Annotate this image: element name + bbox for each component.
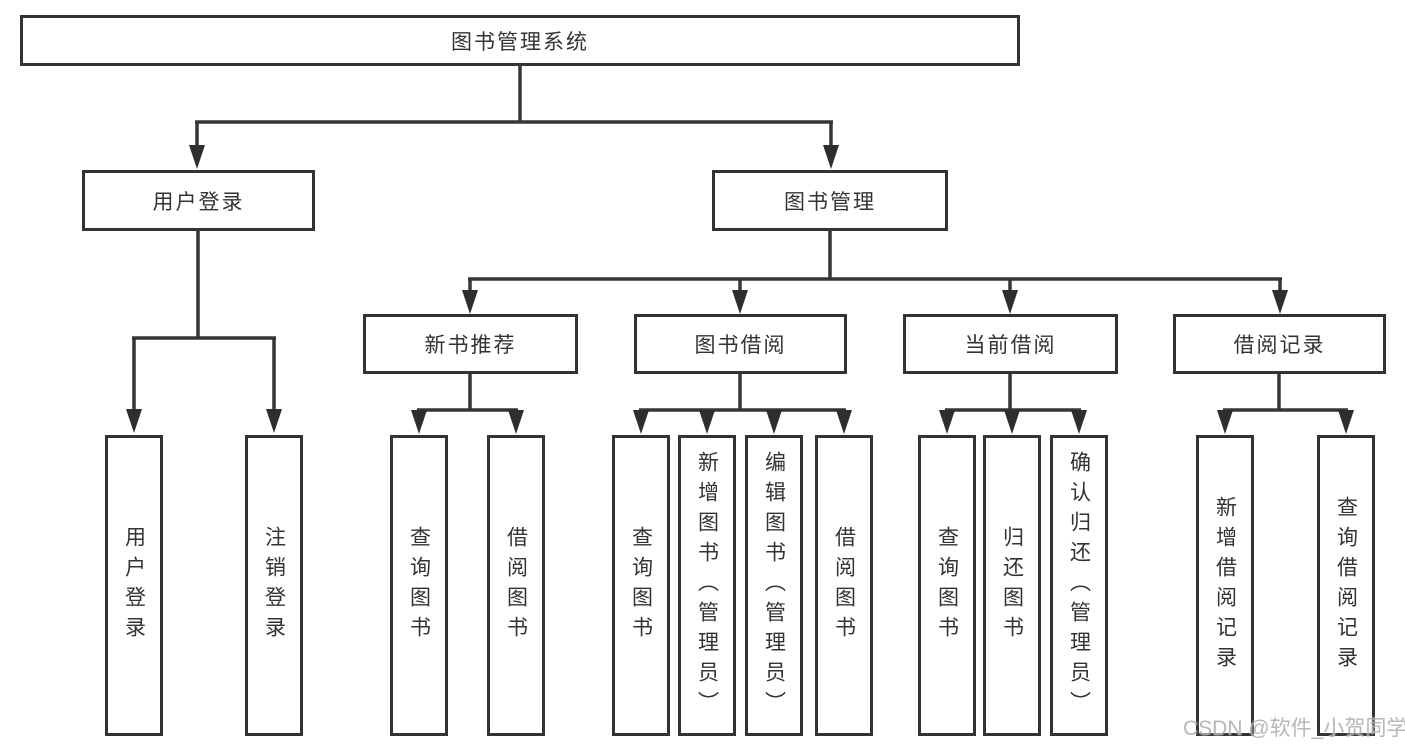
- node-label: 图书管理系统: [451, 30, 589, 54]
- node-label: 借阅记录: [1233, 334, 1326, 357]
- node-borrow-records: 借阅记录: [1173, 314, 1386, 374]
- arrowheads: [126, 145, 1354, 434]
- node-label: 新增借阅记录: [1213, 495, 1237, 676]
- node-label: 查询图书: [935, 525, 959, 646]
- node-label: 查询图书: [629, 525, 653, 646]
- node-user-login-branch: 用户登录: [82, 170, 315, 231]
- leaf-add-borrow-record: 新增借阅记录: [1196, 435, 1254, 736]
- node-label: 查询图书: [407, 525, 431, 646]
- leaf-borrow-books-2: 借阅图书: [815, 435, 873, 736]
- leaf-user-login: 用户登录: [105, 435, 163, 736]
- node-label: 查询借阅记录: [1334, 495, 1358, 676]
- node-library-management-system: 图书管理系统: [20, 15, 1020, 66]
- node-label: 图书借阅: [694, 334, 787, 357]
- leaf-logout: 注销登录: [245, 435, 303, 736]
- node-label: 编辑图书（管理员）: [762, 450, 786, 721]
- node-label: 图书管理: [784, 190, 876, 214]
- node-label: 当前借阅: [964, 334, 1057, 357]
- node-label: 确认归还（管理员）: [1067, 450, 1091, 721]
- node-label: 借阅图书: [832, 525, 856, 646]
- csdn-watermark: CSDN @软件_小贺同学: [1183, 717, 1405, 740]
- leaf-add-books-admin: 新增图书（管理员）: [678, 435, 736, 736]
- leaf-query-books-1: 查询图书: [390, 435, 448, 736]
- node-label: 新增图书（管理员）: [695, 450, 719, 721]
- leaf-confirm-return-admin: 确认归还（管理员）: [1050, 435, 1108, 736]
- node-new-book-recommend: 新书推荐: [363, 314, 578, 374]
- node-book-management: 图书管理: [712, 170, 948, 231]
- node-label: 归还图书: [1000, 525, 1024, 646]
- leaf-query-books-3: 查询图书: [918, 435, 976, 736]
- leaf-edit-books-admin: 编辑图书（管理员）: [745, 435, 803, 736]
- node-current-borrow: 当前借阅: [903, 314, 1118, 374]
- node-book-borrow: 图书借阅: [634, 314, 847, 374]
- node-label: 注销登录: [262, 525, 286, 646]
- node-label: 借阅图书: [504, 525, 528, 646]
- node-label: 用户登录: [152, 190, 245, 214]
- node-label: 新书推荐: [424, 334, 517, 357]
- leaf-return-books: 归还图书: [983, 435, 1041, 736]
- leaf-query-books-2: 查询图书: [612, 435, 670, 736]
- leaf-borrow-books-1: 借阅图书: [487, 435, 545, 736]
- leaf-query-borrow-record: 查询借阅记录: [1317, 435, 1375, 736]
- node-label: 用户登录: [122, 525, 146, 646]
